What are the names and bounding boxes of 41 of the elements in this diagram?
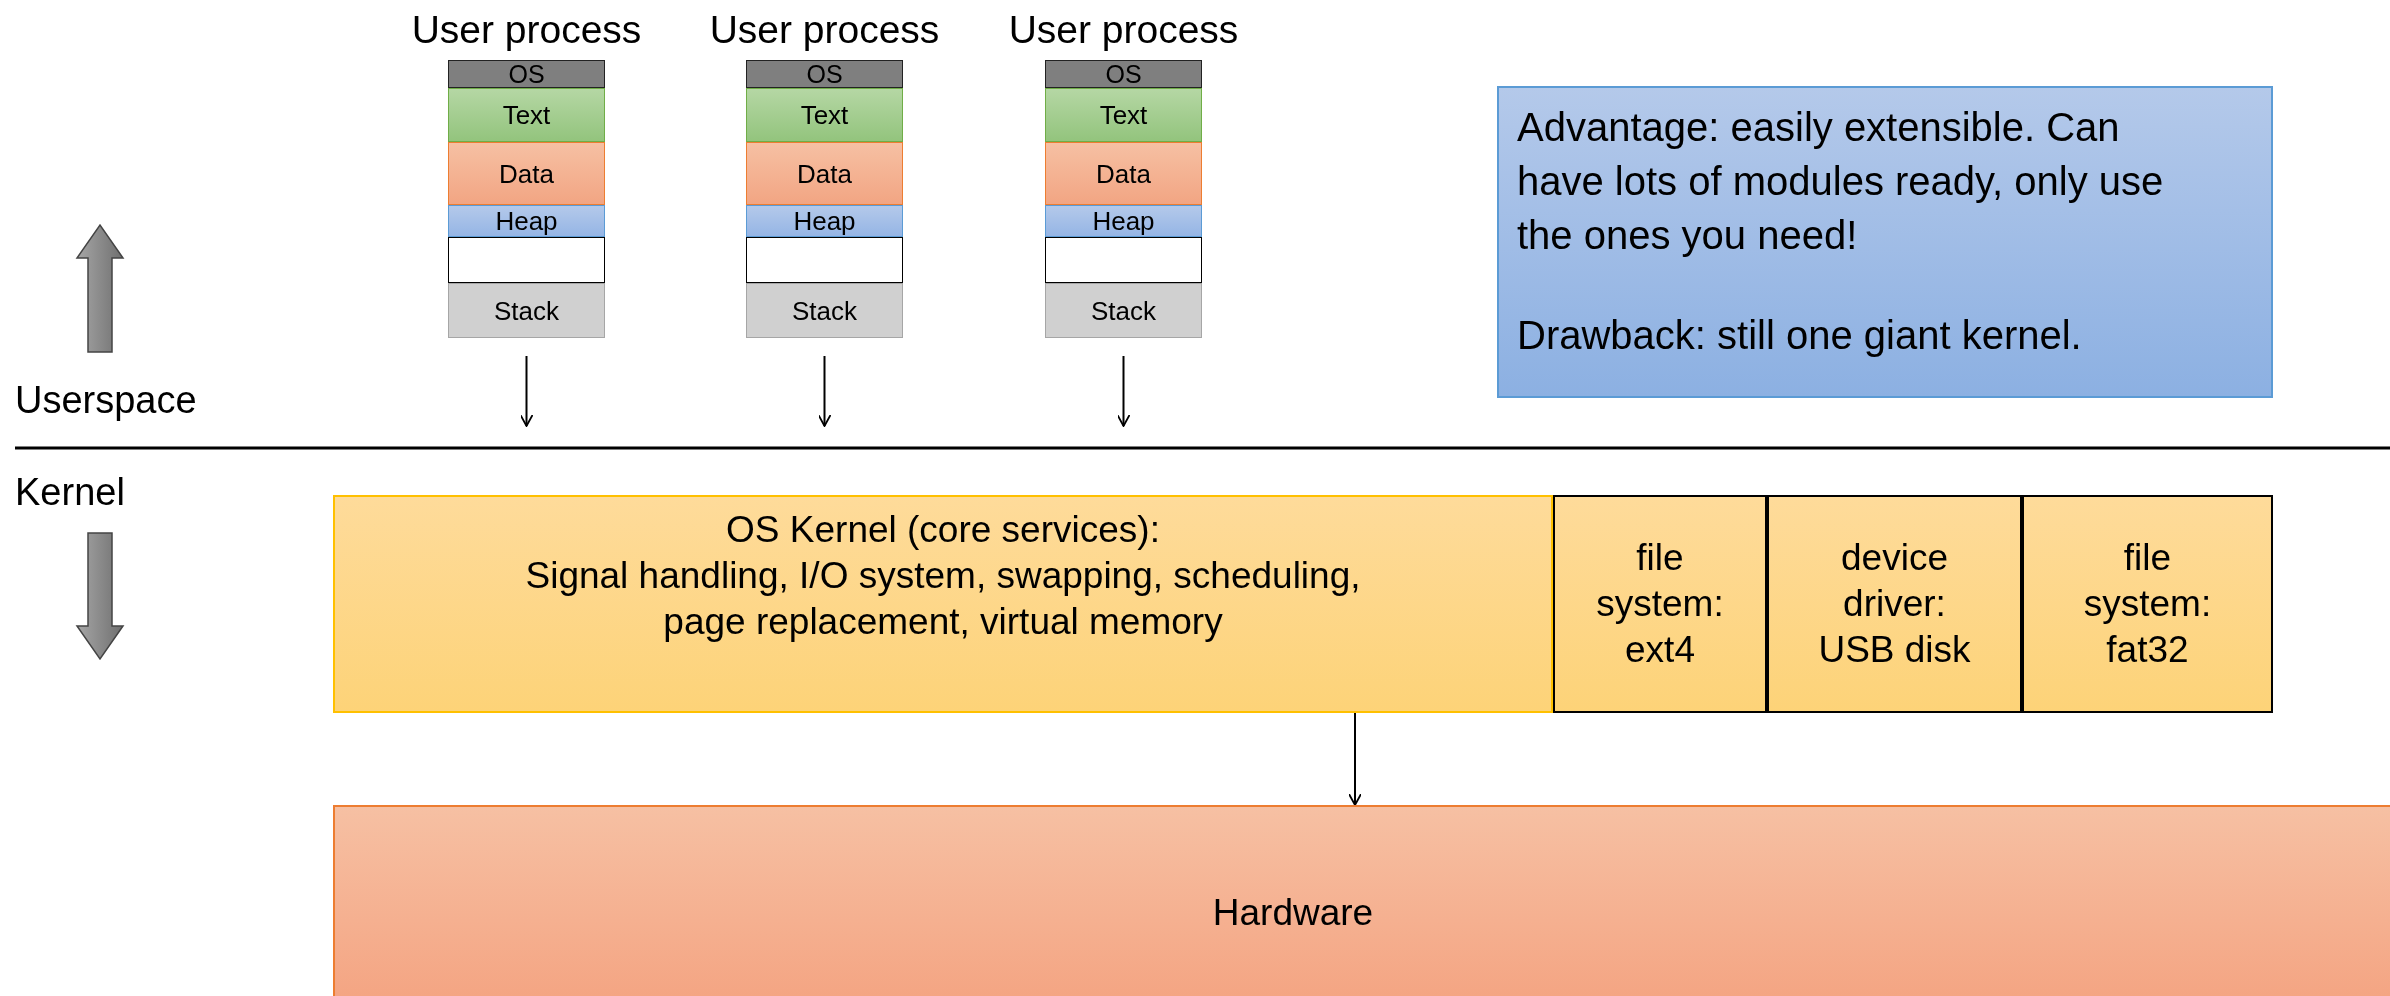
module-box <box>1553 495 1767 713</box>
empty-memory-segment <box>448 237 605 283</box>
memory-segment: Heap <box>746 205 903 237</box>
empty-memory-segment <box>746 237 903 283</box>
note-box <box>1497 86 2273 398</box>
region-label: Kernel <box>15 470 125 514</box>
process-heading: User process <box>1008 8 1239 52</box>
box-text: file system: fat32 <box>2082 536 2213 672</box>
region-label: Userspace <box>15 378 197 422</box>
memory-segment: OS <box>448 60 605 88</box>
hardware-box <box>333 805 2390 996</box>
arrow <box>519 355 534 427</box>
memory-segment: Text <box>1045 88 1202 142</box>
memory-segment: Text <box>746 88 903 142</box>
memory-segment: Stack <box>1045 283 1202 338</box>
module-box <box>2022 495 2273 713</box>
arrow <box>1348 712 1362 806</box>
arrow <box>817 355 832 427</box>
note-text: Drawback: still one giant kernel. <box>1517 312 2082 359</box>
arrow <box>1116 355 1131 427</box>
empty-memory-segment <box>1045 237 1202 283</box>
box-text: Hardware <box>1212 891 1374 935</box>
memory-segment: Heap <box>448 205 605 237</box>
box-text: Signal handling, I/O system, swapping, scheduling, page replacement, virtual memory <box>524 554 1362 644</box>
memory-segment: Heap <box>1045 205 1202 237</box>
memory-segment: Stack <box>746 283 903 338</box>
note-text: Advantage: easily extensible. Can have lots of modules ready, only use the ones you need! <box>1517 104 2165 259</box>
memory-segment: OS <box>1045 60 1202 88</box>
box-text: file system: ext4 <box>1595 536 1725 672</box>
module-box <box>1767 495 2022 713</box>
memory-segment: Data <box>1045 142 1202 205</box>
memory-segment: OS <box>746 60 903 88</box>
box-text: OS Kernel (core services): <box>726 508 1160 552</box>
process-heading: User process <box>411 8 642 52</box>
memory-segment: Data <box>448 142 605 205</box>
process-heading: User process <box>709 8 940 52</box>
kernel-core-box <box>333 495 1553 713</box>
memory-segment: Text <box>448 88 605 142</box>
memory-segment: Data <box>746 142 903 205</box>
memory-segment: Stack <box>448 283 605 338</box>
box-text: device driver: USB disk <box>1817 536 1972 672</box>
